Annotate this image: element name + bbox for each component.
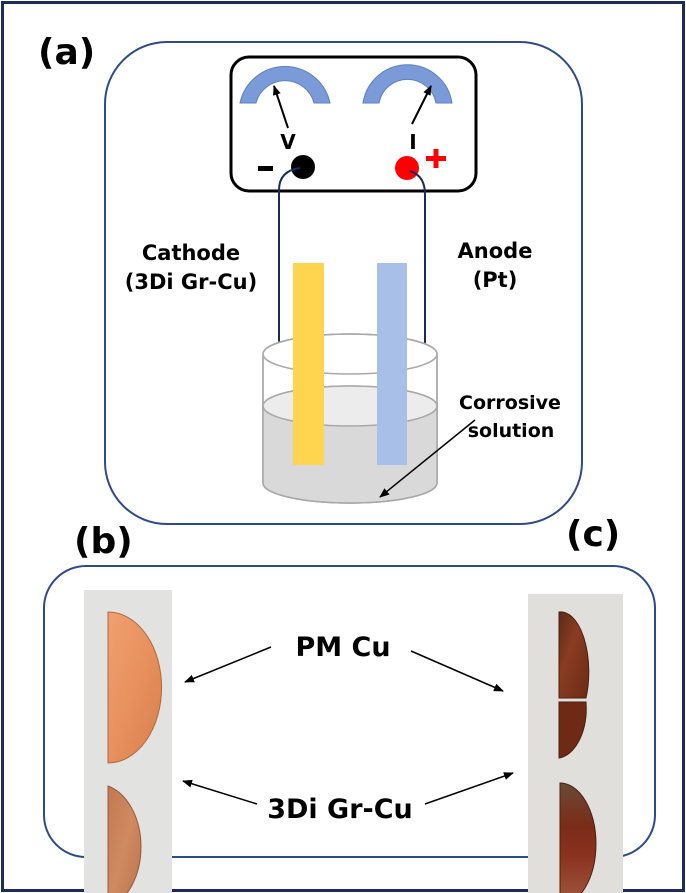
solution-label-line2: solution [468, 420, 555, 442]
anode-wire [407, 170, 426, 362]
sample-photo-after [528, 594, 623, 893]
negative-terminal [291, 155, 315, 179]
panel-c-label: (c) [566, 514, 620, 555]
pm-cu-fragment-top [558, 611, 590, 699]
current-label: I [409, 130, 416, 154]
gr-cu-sample-after [559, 782, 597, 893]
anode-label-line1: Anode [458, 239, 533, 263]
solution-arrow [379, 419, 476, 498]
positive-sign-icon [426, 149, 446, 168]
panel-a-box [104, 41, 583, 525]
pm-cu-label: PM Cu [295, 632, 390, 663]
cathode-label-line2: (3Di Gr-Cu) [125, 270, 257, 294]
cathode-label-line1: Cathode [142, 241, 240, 265]
cathode-electrode [293, 263, 324, 465]
voltage-gauge-icon [239, 66, 331, 104]
gr-cu-arrow-left [182, 779, 258, 805]
pm-cu-arrow-right [410, 650, 504, 692]
sample-photo-before [84, 590, 172, 893]
anode-label-line2: (Pt) [473, 268, 518, 292]
beaker [262, 333, 438, 504]
current-needle-icon [411, 85, 432, 125]
gr-cu-label: 3Di Gr-Cu [267, 794, 413, 825]
negative-sign-icon [258, 166, 273, 171]
anode-electrode [377, 263, 407, 465]
pm-cu-fragment-bottom [558, 701, 587, 759]
panel-bc-box [43, 565, 656, 858]
panel-b-label: (b) [74, 521, 133, 562]
solution-surface [262, 385, 438, 427]
pm-cu-sample-before [107, 611, 163, 764]
pm-cu-arrow-left [184, 646, 272, 683]
gr-cu-arrow-right [424, 772, 514, 805]
voltage-needle-icon [273, 85, 289, 129]
gr-cu-sample-before [107, 785, 142, 893]
solution-label-line1: Corrosive [459, 392, 561, 414]
potentiostat: V I [229, 55, 478, 193]
current-gauge-icon [362, 64, 453, 104]
panel-a-label: (a) [38, 32, 95, 73]
potentiostat-body [229, 55, 478, 193]
voltage-label: V [280, 130, 296, 154]
positive-terminal [395, 156, 419, 180]
